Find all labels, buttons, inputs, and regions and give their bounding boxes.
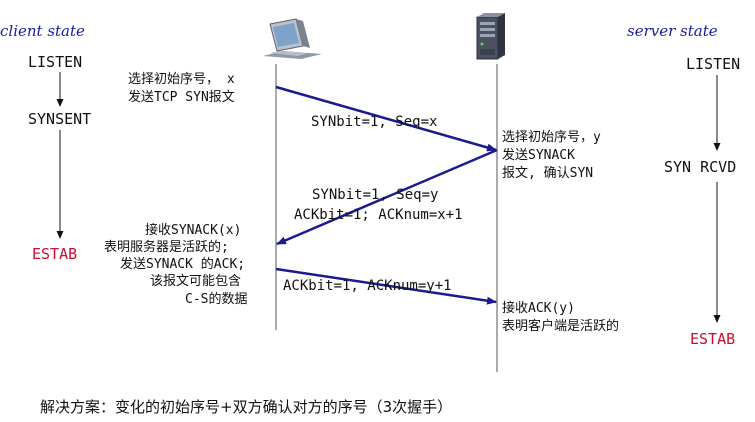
client-note-init-line-1: 选择初始序号， x: [128, 72, 235, 87]
syn-arrow: [275, 85, 497, 152]
synack-message-label-1: SYNbit=1, Seq=y: [312, 187, 439, 203]
server-state-syn-rcvd: SYN RCVD: [664, 158, 737, 176]
server-note-reply-line-1: 选择初始序号，y: [502, 130, 601, 145]
client-note-recv-line-1: 接收SYNACK(x): [145, 223, 242, 238]
server-state-estab: ESTAB: [690, 330, 736, 348]
client-state-title: client state: [0, 22, 85, 40]
synack-arrow: [276, 148, 498, 246]
client-note-recv-line-2: 表明服务器是活跃的;: [104, 240, 229, 255]
client-note-recv-line-4: 该报文可能包含: [150, 274, 242, 289]
synack-message-label-2: ACKbit=1; ACKnum=x+1: [294, 207, 463, 223]
client-state-listen: LISTEN: [28, 53, 83, 71]
server-note-reply-line-3: 报文, 确认SYN: [502, 166, 594, 181]
server-note-recv-line-1: 接收ACK(y): [502, 301, 575, 316]
client-state-synsent: SYNSENT: [28, 110, 92, 128]
computer-icon: [263, 18, 322, 59]
server-note-reply-line-2: 发送SYNACK: [502, 148, 575, 163]
server-state-listen: LISTEN: [686, 55, 741, 73]
client-note-init-line-2: 发送TCP SYN报文: [128, 90, 235, 105]
client-note-recv-line-5: C-S的数据: [185, 292, 248, 307]
client-state-estab: ESTAB: [32, 245, 78, 263]
syn-message-label: SYNbit=1, Seq=x: [311, 114, 438, 130]
server-icon: [476, 13, 505, 60]
client-note-recv-line-3: 发送SYNACK 的ACK;: [120, 257, 246, 272]
ack-arrow: [275, 267, 497, 305]
ack-message-label: ACKbit=1, ACKnum=y+1: [283, 278, 452, 294]
server-note-recv-line-2: 表明客户端是活跃的: [502, 319, 620, 334]
solution-caption: 解决方案：变化的初始序号+双方确认对方的序号（3次握手）: [40, 398, 453, 416]
server-state-title: server state: [627, 22, 718, 40]
